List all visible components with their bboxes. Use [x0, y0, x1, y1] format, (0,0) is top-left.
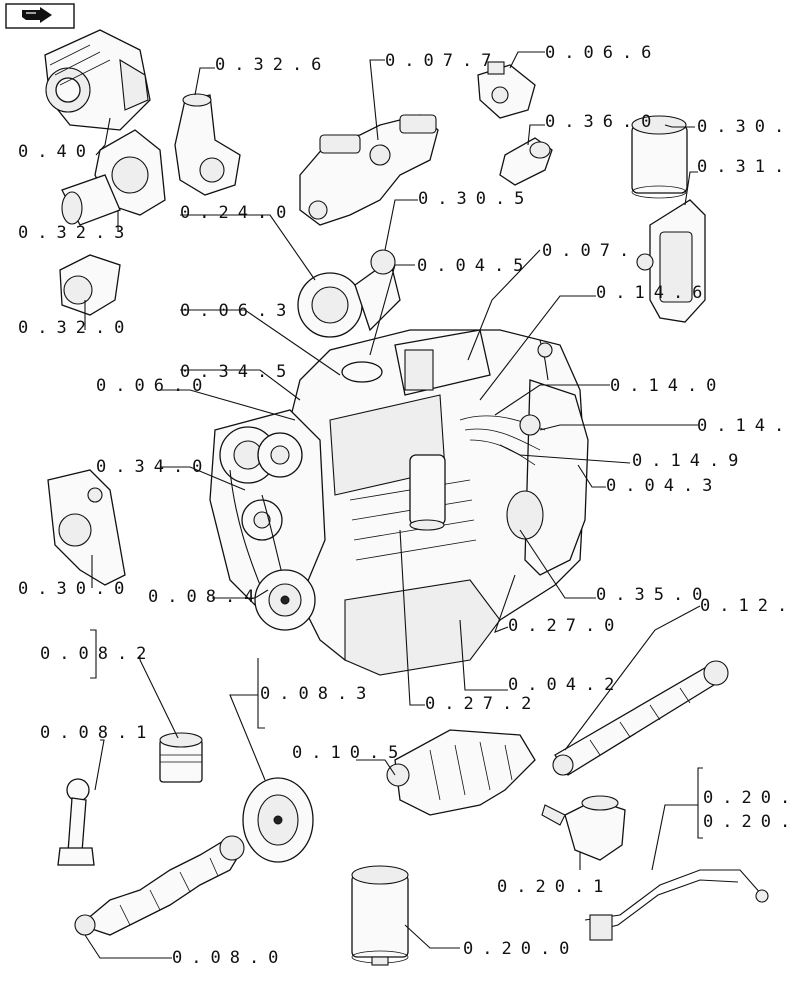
label-l5: 0.30.: [697, 117, 792, 137]
label-l12: 0.04.5: [417, 256, 532, 276]
leader-lines: [84, 51, 703, 959]
label-l13: 0.32.0: [18, 318, 133, 338]
label-l29: 0.04.2: [508, 675, 623, 695]
label-l25: 0.35.0: [596, 585, 711, 605]
label-l3: 0.06.6: [545, 43, 660, 63]
starter-motor-part: [499, 137, 553, 186]
camshaft-part: [552, 660, 729, 776]
label-l11: 0.07.: [542, 241, 638, 261]
label-l28: 0.08.2: [40, 644, 155, 664]
label-l9: 0.24.0: [180, 203, 295, 223]
thermostat-housing-part: [174, 93, 241, 196]
label-l32: 0.08.1: [40, 723, 155, 743]
label-l10: 0.30.5: [418, 189, 533, 209]
fuel-lift-pump-part: [541, 795, 626, 861]
crankshaft-part: [74, 835, 245, 936]
label-l34: 0.20.: [703, 788, 792, 808]
label-l23: 0.30.0: [18, 579, 133, 599]
label-l6: 0.40: [18, 142, 95, 162]
label-l31: 0.27.2: [425, 694, 540, 714]
forward-nav-button[interactable]: [5, 3, 75, 29]
forward-arrow-icon: [22, 7, 52, 23]
connecting-rod-part: [57, 778, 95, 866]
label-l19: 0.14.: [697, 416, 792, 436]
label-l16: 0.34.5: [180, 362, 295, 382]
fuel-filter-part: [351, 865, 409, 966]
label-l30: 0.08.3: [260, 684, 375, 704]
label-l18: 0.14.0: [610, 376, 725, 396]
alternator-part: [44, 29, 151, 131]
label-l35: 0.20.: [703, 812, 792, 832]
label-l26: 0.12.: [700, 596, 792, 616]
label-l14: 0.06.3: [180, 301, 295, 321]
flywheel-part: [242, 777, 314, 863]
engine-assembly: [209, 249, 589, 676]
label-l22: 0.04.3: [606, 476, 721, 496]
label-l15: 0.14.6: [596, 283, 711, 303]
label-l33: 0.10.5: [292, 743, 407, 763]
label-l4: 0.36.0: [545, 112, 660, 132]
label-l21: 0.34.0: [96, 457, 211, 477]
label-l20: 0.14.9: [632, 451, 747, 471]
piston-part: [159, 732, 203, 783]
label-l27: 0.27.0: [508, 616, 623, 636]
label-l37: 0.20.0: [463, 939, 578, 959]
label-l24: 0.08.4: [148, 587, 263, 607]
label-l36: 0.20.1: [497, 877, 612, 897]
part-labels: 0.32.6 0.07.7 0.06.6 0.36.0 0.30. 0.40 0…: [18, 43, 792, 968]
oil-filter-part: [631, 115, 688, 199]
gear-housing-part: [386, 729, 536, 816]
label-l2: 0.07.7: [385, 51, 500, 71]
water-pump-part: [61, 129, 166, 226]
oil-cooler-part: [636, 199, 706, 323]
label-l38: 0.08.0: [172, 948, 287, 968]
exhaust-manifold-part: [299, 114, 439, 226]
egr-valve-part: [477, 61, 536, 119]
label-l1: 0.32.6: [215, 55, 330, 75]
label-l17: 0.06.0: [96, 376, 211, 396]
label-l8: 0.32.3: [18, 223, 133, 243]
fuel-line-part: [584, 869, 769, 941]
thermostat-part: [59, 254, 121, 316]
oil-pump-housing-part: [47, 469, 126, 586]
label-l7: 0.31.: [697, 157, 792, 177]
